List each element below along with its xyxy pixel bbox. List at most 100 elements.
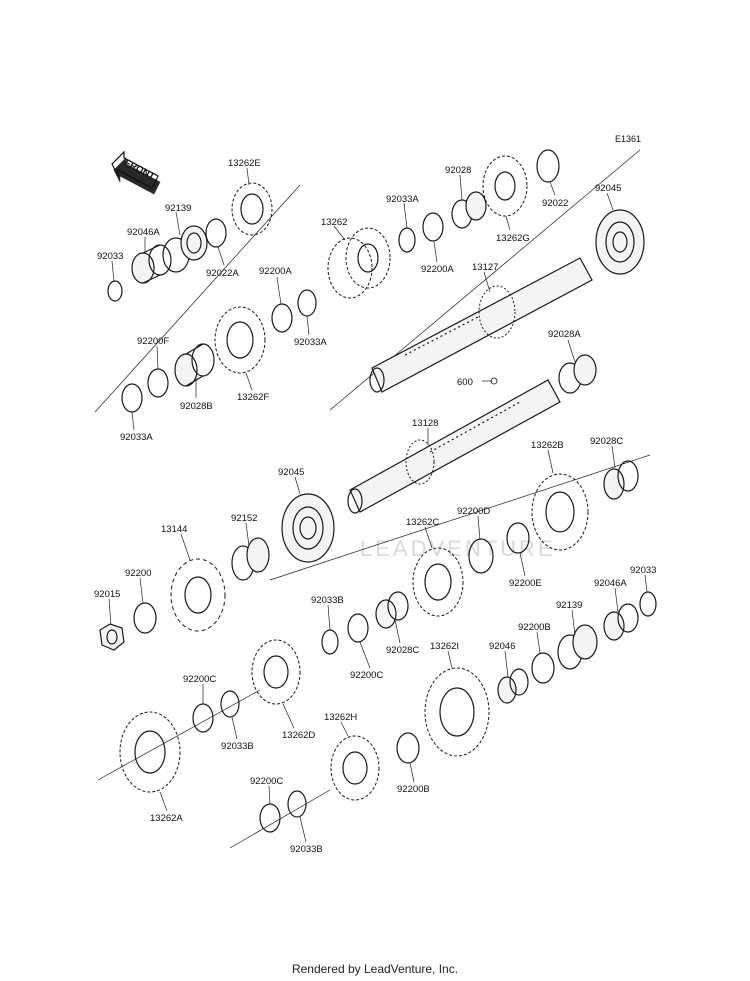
- label-13128: 13128: [412, 418, 438, 429]
- needle-bearing-92046A-top: [131, 244, 172, 284]
- needle-bearing-92028C-bot: [375, 591, 409, 629]
- label-13262H: 13262H: [324, 712, 357, 723]
- ball-bearing-92045-top: [595, 209, 645, 275]
- label-92200A-a: 92200A: [421, 264, 454, 275]
- label-92033-bot: 92033: [630, 565, 656, 576]
- label-92033A-c: 92033A: [120, 432, 153, 443]
- gear-13262: [327, 227, 391, 299]
- label-92033B-c: 92033B: [290, 844, 323, 855]
- circlip-92033A-left: [121, 383, 143, 413]
- label-13262I: 13262I: [430, 641, 459, 652]
- label-92200C-b: 92200C: [183, 674, 216, 685]
- label-92200B-a: 92200B: [518, 622, 551, 633]
- label-13262: 13262: [321, 217, 347, 228]
- label-92045-mid: 92045: [278, 467, 304, 478]
- washer-92200E: [506, 522, 530, 554]
- label-13144: 13144: [161, 524, 187, 535]
- label-92200A-b: 92200A: [259, 266, 292, 277]
- washer-92200B-right: [531, 652, 555, 684]
- nut-92015: [99, 623, 125, 651]
- needle-bearing-92028C-top: [603, 460, 639, 500]
- label-92033A-a: 92033A: [386, 194, 419, 205]
- needle-bearing-92046A-bot: [603, 603, 639, 641]
- circlip-92033A-mid: [297, 289, 317, 317]
- shaft-13128: [347, 377, 561, 514]
- needle-bearing-92046: [497, 668, 529, 704]
- washer-92200F: [147, 368, 169, 398]
- washer-92200C-mid: [347, 613, 369, 643]
- needle-bearing-92028B: [174, 343, 215, 387]
- label-92022: 92022: [542, 198, 568, 209]
- label-92200B-b: 92200B: [397, 784, 430, 795]
- label-92015: 92015: [94, 589, 120, 600]
- label-600: 600: [457, 377, 473, 388]
- washer-92200A-left: [271, 303, 293, 333]
- part-labels: 13262E 92139 92046A 92033 92022A 13262 9…: [94, 158, 656, 855]
- label-92200F: 92200F: [137, 336, 169, 347]
- label-13262C: 13262C: [406, 517, 439, 528]
- circlip-92033-bot: [639, 591, 657, 617]
- gear-13262E: [231, 182, 273, 236]
- label-13262E: 13262E: [228, 158, 261, 169]
- ball-bearing-92045-mid: [281, 493, 335, 563]
- washer-92200A-top: [422, 212, 444, 242]
- label-92028C-b: 92028C: [386, 645, 419, 656]
- label-92022A: 92022A: [206, 268, 239, 279]
- label-92200C-a: 92200C: [350, 670, 383, 681]
- washer-92200D: [468, 538, 494, 574]
- label-92033A-b: 92033A: [294, 337, 327, 348]
- circlip-92033B-mid: [321, 629, 339, 655]
- label-92046: 92046: [489, 641, 515, 652]
- shaft-13127: [369, 257, 593, 393]
- label-13262F: 13262F: [237, 392, 269, 403]
- label-92139-bot: 92139: [556, 600, 582, 611]
- label-92028A: 92028A: [548, 329, 581, 340]
- gear-13262C: [412, 547, 464, 617]
- label-13262G: 13262G: [496, 233, 530, 244]
- washer-92200C-bot: [259, 803, 281, 833]
- label-92028C-a: 92028C: [590, 436, 623, 447]
- washer-92200: [133, 602, 157, 634]
- gear-13262A: [119, 711, 181, 793]
- label-92152: 92152: [231, 513, 257, 524]
- label-92200E: 92200E: [509, 578, 542, 589]
- gear-13262B: [531, 473, 589, 551]
- bushing-92028A: [558, 354, 597, 394]
- figure-id: E1361: [615, 134, 642, 144]
- circlip-92033B-bot: [287, 790, 307, 818]
- label-13127: 13127: [472, 262, 498, 273]
- circlip-92033B-left: [220, 690, 240, 718]
- washer-92022: [536, 149, 560, 183]
- bushing-92028: [451, 191, 487, 229]
- label-13262A: 13262A: [150, 813, 183, 824]
- label-92028: 92028: [445, 165, 471, 176]
- label-92139-top: 92139: [165, 203, 191, 214]
- label-92033-top: 92033: [97, 251, 123, 262]
- label-92200: 92200: [125, 568, 151, 579]
- label-92033B-a: 92033B: [311, 595, 344, 606]
- gear-13262D: [251, 639, 301, 705]
- label-92046A-top: 92046A: [127, 227, 160, 238]
- washer-92022A: [205, 218, 227, 248]
- label-92033B-b: 92033B: [221, 741, 254, 752]
- footer-credit: Rendered by LeadVenture, Inc.: [291, 962, 459, 976]
- collar-92152: [231, 537, 270, 581]
- circlip-92033-top: [107, 280, 123, 302]
- front-arrow-icon: FRONT: [111, 150, 161, 195]
- washer-92200B-bot: [396, 732, 420, 764]
- label-92045-top: 92045: [595, 183, 621, 194]
- circlip-92033A-top: [398, 227, 416, 253]
- sprocket-13144: [170, 558, 226, 632]
- gear-13262I: [424, 667, 490, 757]
- leader-lines: [108, 167, 648, 843]
- label-13262B: 13262B: [531, 440, 564, 451]
- collar-92139-bot: [557, 624, 598, 670]
- label-92046A-bot: 92046A: [594, 578, 627, 589]
- label-92200D: 92200D: [457, 506, 490, 517]
- gear-13262H: [330, 735, 380, 801]
- gear-13262F: [214, 306, 266, 374]
- label-13262D: 13262D: [282, 730, 315, 741]
- gear-13262G: [482, 155, 528, 217]
- label-92028B: 92028B: [180, 401, 213, 412]
